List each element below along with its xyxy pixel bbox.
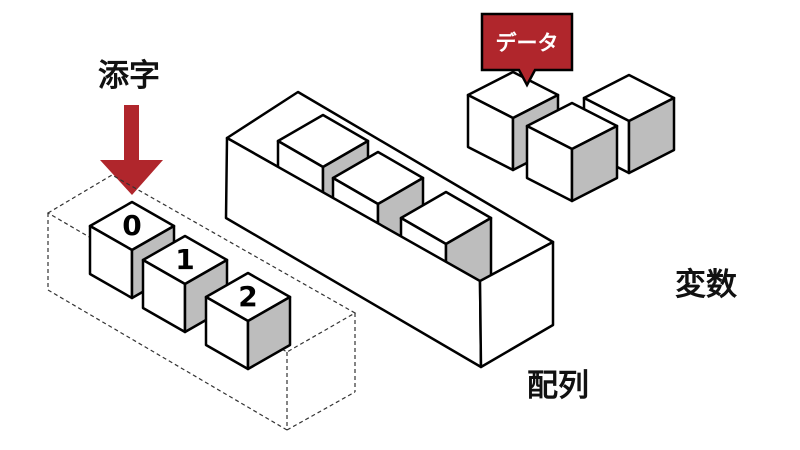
data-tag-label: データ: [496, 31, 559, 55]
variable-cube: [525, 101, 619, 203]
index-cube: 2: [204, 271, 292, 371]
trough-side-face: [478, 240, 555, 369]
variable-label: 変数: [675, 267, 737, 303]
array-trough: [224, 90, 555, 369]
dashed-index-container: [46, 174, 357, 431]
index-cubes: 0 1 2: [88, 200, 292, 371]
array-label: 配列: [527, 368, 589, 404]
index-label: 添字: [98, 58, 160, 94]
down-arrow-icon: [100, 105, 163, 195]
data-callout: データ: [480, 12, 574, 88]
variable-cubes: [466, 70, 676, 203]
index-number: 2: [238, 280, 257, 313]
index-number: 1: [175, 243, 194, 276]
index-number: 0: [122, 209, 141, 242]
